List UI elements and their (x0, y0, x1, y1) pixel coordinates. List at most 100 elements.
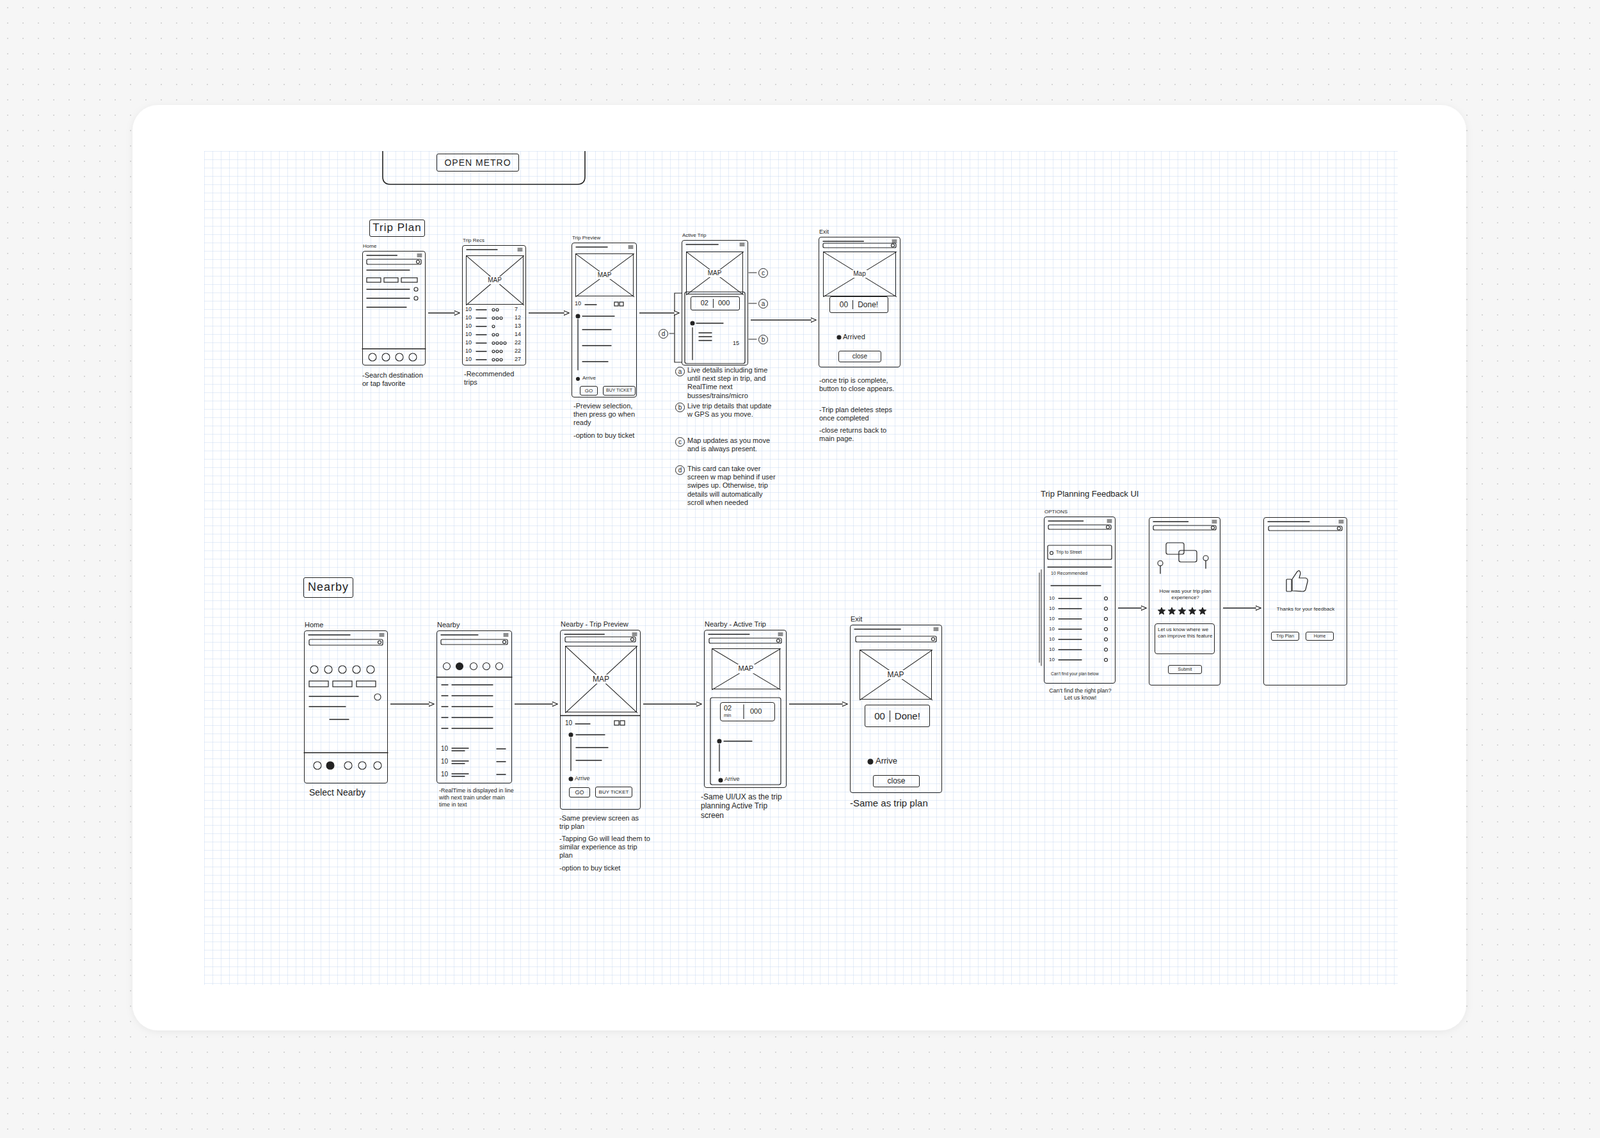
status-text: Arrive (875, 755, 898, 767)
sketch-dot (1104, 648, 1108, 652)
annotation-note: -once trip is complete, button to close … (819, 376, 898, 393)
sketch-dot (1104, 607, 1108, 611)
list-text: 10 Recommended (1050, 570, 1088, 576)
sketch-dot (1211, 526, 1215, 530)
sketch-line (691, 327, 693, 360)
sketch-line (1267, 520, 1310, 522)
sketch-line (441, 716, 448, 718)
info-card: 00Done! (829, 296, 889, 313)
node-text: Map (851, 270, 867, 278)
sketch-line (576, 254, 635, 297)
sketch-line (748, 272, 757, 274)
sketch-line (686, 243, 719, 245)
sketch-dot (368, 353, 377, 361)
node-text: Thanks for your feedback (1274, 606, 1337, 613)
sketch-dot (358, 761, 367, 770)
table-cell: 10 (1048, 595, 1055, 602)
sketch-box (1153, 525, 1216, 530)
sketch-box (1047, 545, 1112, 560)
app-button: OPEN METRO (436, 153, 520, 172)
sketch-line (582, 360, 608, 362)
table-cell: 10 (565, 719, 573, 728)
sketch-line (441, 695, 448, 696)
sketch-line (576, 759, 602, 761)
sketch-line (451, 727, 493, 729)
sketch-dot (492, 358, 495, 361)
sketch-line (1058, 648, 1082, 650)
sketch-line (628, 247, 633, 248)
callout-letter: b (675, 402, 685, 413)
sketch-dot (492, 308, 495, 312)
sketch-line (582, 315, 615, 317)
table-cell: 13 (514, 322, 521, 330)
sketch-dot (366, 665, 375, 674)
screen-title: Exit (850, 615, 863, 624)
sketch-line (686, 252, 744, 296)
sketch-line (517, 250, 523, 252)
sketch-line (576, 746, 608, 748)
table-cell: 7 (514, 305, 518, 313)
sketch-line (1047, 566, 1112, 568)
sketch-line (329, 718, 349, 720)
sketch-dot (395, 353, 404, 361)
sketch-dot (931, 637, 936, 641)
grid-paper (204, 151, 1398, 985)
sketch-line (1338, 521, 1344, 523)
sketch-line (417, 256, 422, 258)
sketch-dot (690, 321, 695, 326)
sketch-dot (310, 665, 319, 674)
sketch-line (1107, 522, 1112, 523)
flow-arrow (750, 319, 816, 320)
annotation-note: -Same as trip plan (849, 797, 934, 809)
sketch-dot (568, 776, 573, 781)
sketch-dot (492, 325, 495, 328)
sketch-line (739, 244, 745, 246)
sketch-line (1058, 597, 1082, 599)
callout-letter: b (758, 334, 768, 345)
annotation-note: Live trip details that update w GPS as y… (687, 401, 772, 419)
app-button: GO (568, 787, 591, 798)
table-cell: 10 (1048, 646, 1055, 653)
sketch-dot (1203, 555, 1209, 561)
partial-screen-outline (382, 151, 585, 185)
sketch-box (1268, 526, 1343, 531)
sketch-box (1166, 542, 1184, 555)
sketch-dot (499, 350, 503, 353)
sketch-dot (499, 316, 503, 320)
table-cell: 10 (465, 305, 472, 313)
sketch-line (560, 714, 640, 716)
sketch-line (632, 634, 637, 635)
sketch-line (1153, 520, 1189, 522)
sketch-line (748, 339, 757, 340)
screen-title: OPTIONS (1044, 508, 1068, 516)
sketch-box (565, 636, 636, 642)
sketch-line (582, 344, 612, 346)
sketch-line (451, 705, 493, 707)
status-text: Arrive (724, 775, 740, 783)
sketch-line (366, 269, 410, 271)
callout-letter: a (675, 366, 685, 377)
screen-title: Nearby - Trip Preview (560, 620, 629, 629)
sketch-line (476, 325, 487, 327)
sketch-line (417, 255, 422, 256)
sketch-line (379, 634, 384, 636)
thumbs-up-icon (1292, 570, 1308, 592)
sketch-box (614, 720, 619, 726)
sketch-box (309, 680, 329, 687)
sketch-line (892, 242, 897, 244)
sketch-line (496, 748, 506, 749)
annotation-note: Map updates as you move and is always pr… (687, 436, 775, 454)
table-cell: 10 (465, 347, 472, 355)
sketch-line (503, 634, 509, 636)
rating-star (1198, 607, 1206, 615)
wireframe-sketches (304, 240, 1344, 785)
sketch-box (619, 302, 624, 306)
flow-arrow (428, 312, 460, 313)
sketch-line (696, 322, 724, 324)
annotation-note: -Trip plan deletes steps once completed (819, 405, 898, 423)
sketch-line (669, 333, 674, 335)
rating-star (1178, 607, 1186, 615)
sketch-line (1050, 584, 1101, 586)
sketch-line (309, 695, 359, 697)
